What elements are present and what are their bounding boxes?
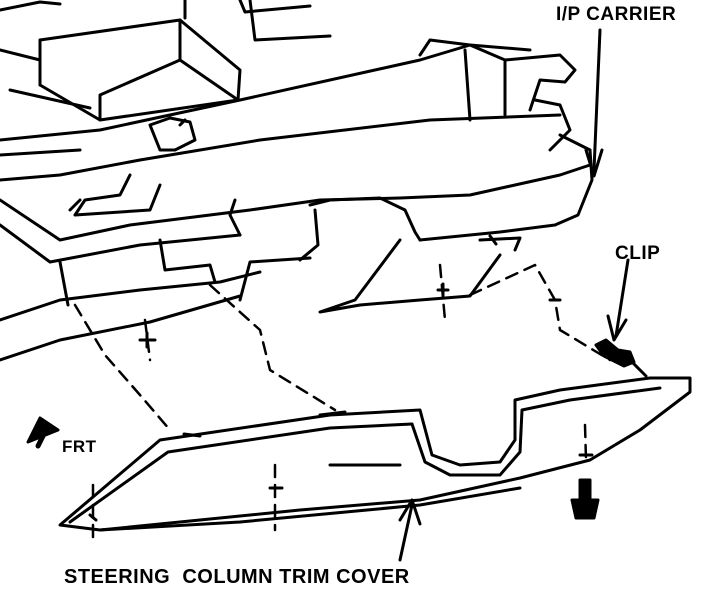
clip-label: CLIP [615, 243, 661, 264]
screw-icon [570, 478, 600, 520]
front-direction-arrow-icon [26, 416, 60, 449]
steering-column-trim-cover-label: STEERING COLUMN TRIM COVER [64, 566, 410, 588]
ip-carrier-leader-arrow [584, 28, 604, 178]
trim-cover-leader-arrow [398, 498, 422, 562]
steering-column-trim-cover [58, 376, 692, 532]
ip-carrier-label: I/P CARRIER [556, 4, 677, 25]
clip-part [594, 258, 648, 378]
assembly-alignment-lines [73, 263, 612, 547]
fastener-marks [138, 282, 562, 349]
front-label: FRT [62, 437, 97, 456]
instrument-panel-assembly [0, 0, 594, 362]
